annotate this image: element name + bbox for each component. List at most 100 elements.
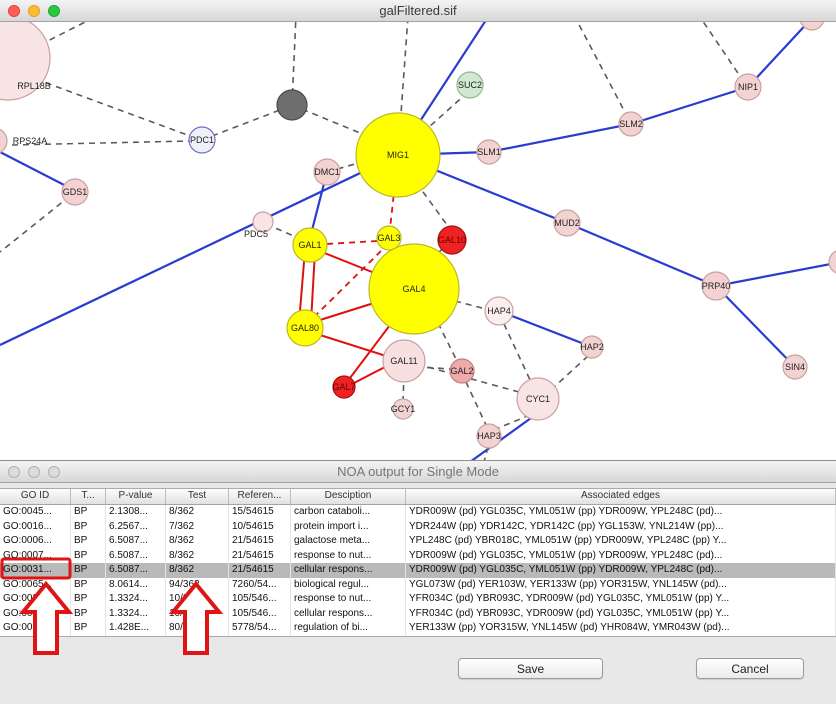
column-header-desciption[interactable]: Desciption: [291, 489, 406, 504]
zoom-button[interactable]: [48, 4, 60, 17]
network-edge: [319, 334, 387, 357]
cell: BP: [71, 548, 106, 563]
node-gal10[interactable]: [437, 225, 467, 255]
cancel-button[interactable]: Cancel: [696, 658, 804, 679]
node-unlabeled[interactable]: [828, 250, 836, 274]
network-edge: [552, 355, 589, 389]
network-edge: [321, 251, 378, 275]
network-edge: [313, 249, 383, 318]
cell: cellular respons...: [291, 563, 406, 578]
node-label: GAL1: [298, 240, 321, 250]
column-header-referen-[interactable]: Referen...: [229, 489, 291, 504]
cell: carbon cataboli...: [291, 505, 406, 520]
network-edge: [702, 22, 745, 83]
column-header-p-value[interactable]: P-value: [106, 489, 166, 504]
node-gal7[interactable]: [332, 375, 356, 399]
network-edge: [498, 309, 593, 349]
cell: GO:0006...: [0, 534, 71, 549]
cell: YDR244W (pp) YDR142C, YDR142C (pp) YGL15…: [406, 519, 836, 534]
node-cyc1[interactable]: [516, 377, 560, 421]
cell: YFR034C (pd) YBR093C, YDR009W (pd) YGL03…: [406, 606, 836, 621]
cell: GO:0050...: [0, 621, 71, 636]
node-gal4[interactable]: [368, 243, 460, 335]
cell: BP: [71, 563, 106, 578]
cell: BP: [71, 519, 106, 534]
node-pdc1[interactable]: [188, 126, 216, 154]
node-label: HAP3: [477, 431, 501, 441]
node-rps24a[interactable]: [0, 128, 8, 154]
node-gal1[interactable]: [292, 227, 328, 263]
cell: 1.3324...: [106, 606, 166, 621]
cell: 105/546...: [229, 592, 291, 607]
network-edge: [437, 322, 458, 362]
network-edge: [566, 221, 717, 288]
cell: 7260/54...: [229, 577, 291, 592]
node-gcy1[interactable]: [392, 398, 414, 420]
cell: BP: [71, 505, 106, 520]
node-mud2[interactable]: [553, 209, 581, 237]
cell: GO:0031...: [0, 592, 71, 607]
node-hap2[interactable]: [580, 335, 604, 359]
node-hap3[interactable]: [476, 423, 502, 449]
column-header-associated-edges[interactable]: Associated edges: [406, 489, 836, 504]
cell: YDR009W (pd) YGL035C, YML051W (pp) YDR00…: [406, 505, 836, 520]
cell: 7/362: [166, 519, 229, 534]
minimize-button[interactable]: [28, 4, 40, 17]
node-slm1[interactable]: [476, 139, 502, 165]
node-rpl18b[interactable]: [0, 22, 51, 101]
network-edge: [0, 151, 71, 189]
node-gds1[interactable]: [61, 178, 89, 206]
node-dmc1[interactable]: [313, 158, 341, 186]
zoom-button-inactive[interactable]: [48, 465, 60, 478]
node-label: PDC1: [190, 135, 214, 145]
node-gal80[interactable]: [286, 309, 324, 347]
node-slm2[interactable]: [618, 111, 644, 137]
node-gal3[interactable]: [376, 225, 402, 251]
cell: 105/546...: [229, 606, 291, 621]
cell: cellular respons...: [291, 606, 406, 621]
network-window-titlebar: galFiltered.sif: [0, 0, 836, 22]
node-mig1[interactable]: [355, 112, 441, 198]
column-header-test[interactable]: Test: [166, 489, 229, 504]
node-sin4[interactable]: [782, 354, 808, 380]
cell: 21/54615: [229, 563, 291, 578]
node-pdc5[interactable]: [252, 211, 274, 233]
save-button[interactable]: Save: [458, 658, 603, 679]
network-edge: [630, 85, 749, 126]
network-canvas[interactable]: RPL18BRPS24AGDS1PDC1DMC1MIG1SUC2SLM1SLM2…: [0, 22, 836, 460]
node-label: MUD2: [554, 218, 580, 228]
cell: protein import i...: [291, 519, 406, 534]
node-unlabeled[interactable]: [276, 89, 308, 121]
node-prp40[interactable]: [701, 271, 731, 301]
node-nip1[interactable]: [734, 73, 762, 101]
column-header-t-[interactable]: T...: [71, 489, 106, 504]
network-edge: [0, 154, 399, 346]
close-button-inactive[interactable]: [8, 465, 20, 478]
node-gal2[interactable]: [449, 358, 475, 384]
minimize-button-inactive[interactable]: [28, 465, 40, 478]
node-unlabeled[interactable]: [800, 22, 824, 31]
cell: 21/54615: [229, 534, 291, 549]
column-header-go-id[interactable]: GO ID: [0, 489, 71, 504]
network-edge: [389, 173, 397, 230]
node-gal11[interactable]: [382, 339, 426, 383]
node-label: GAL3: [377, 233, 400, 243]
cell: 21/54615: [229, 548, 291, 563]
cell: 8/362: [166, 534, 229, 549]
close-button[interactable]: [8, 4, 20, 17]
node-suc2[interactable]: [456, 71, 484, 99]
node-hap4[interactable]: [484, 296, 514, 326]
